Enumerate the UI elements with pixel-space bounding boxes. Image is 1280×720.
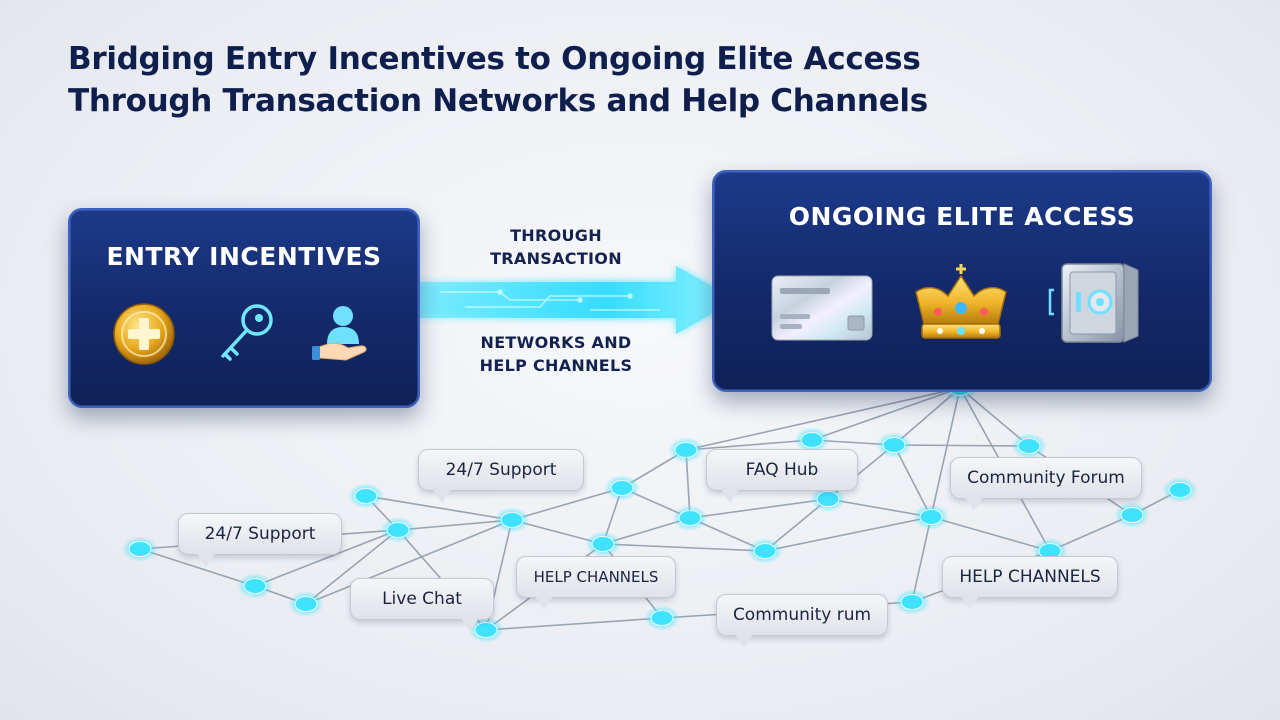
network-nodes xyxy=(122,375,1198,643)
arrow-label-bottom: NETWORKS AND HELP CHANNELS xyxy=(456,331,656,377)
network-edge xyxy=(511,487,623,521)
network-node xyxy=(747,538,783,564)
bubble-help-channels-right: HELP CHANNELS xyxy=(942,556,1118,610)
entry-panel-title: ENTRY INCENTIVES xyxy=(106,242,382,271)
bubble-support-top: 24/7 Support xyxy=(418,449,584,503)
bubble-tail xyxy=(961,596,979,610)
bubble-label: Live Chat xyxy=(382,589,462,609)
network-node xyxy=(876,432,912,458)
network-edge xyxy=(930,387,961,518)
network-node xyxy=(672,505,708,531)
key-icon xyxy=(215,300,279,370)
entry-incentives-panel: ENTRY INCENTIVES xyxy=(68,208,420,408)
network-edge xyxy=(305,519,513,605)
network-edge xyxy=(685,387,961,451)
network-node xyxy=(1011,433,1047,459)
network-node xyxy=(237,573,273,599)
network-node xyxy=(122,536,158,562)
network-node xyxy=(810,486,846,512)
bubble-label: Community rum xyxy=(732,605,872,625)
network-edge xyxy=(911,516,932,603)
elite-panel-title: ONGOING ELITE ACCESS xyxy=(788,202,1136,231)
network-edge xyxy=(397,519,513,531)
network-edge xyxy=(764,516,932,552)
bubble-label: 24/7 Support xyxy=(445,460,557,480)
network-node xyxy=(288,591,324,617)
network-edge xyxy=(305,529,399,605)
network-node xyxy=(604,475,640,501)
arrow-label-top-line-1: THROUGH xyxy=(510,226,602,245)
credit-card-icon xyxy=(770,274,874,346)
user-hand-icon xyxy=(310,300,376,370)
bubble-label: Community Forum xyxy=(967,468,1125,488)
bubble-tail xyxy=(535,596,553,610)
title-line-2: Through Transaction Networks and Help Ch… xyxy=(68,83,928,119)
network-edge xyxy=(254,529,399,587)
network-edge xyxy=(893,444,1030,447)
bubble-tail xyxy=(735,634,753,648)
network-node xyxy=(380,517,416,543)
bubble-tail xyxy=(197,553,215,567)
network-edge xyxy=(365,495,513,521)
gold-plus-coin-icon xyxy=(112,302,176,370)
arrow-label-bottom-line-1: NETWORKS AND xyxy=(480,333,632,352)
network-edge xyxy=(930,516,1051,552)
network-edge xyxy=(139,548,256,587)
vault-icon xyxy=(1048,256,1146,352)
bubble-label: HELP CHANNELS xyxy=(959,567,1101,587)
network-edge xyxy=(602,543,766,552)
bubble-label: FAQ Hub xyxy=(745,460,819,480)
network-node xyxy=(894,589,930,615)
bubble-tail xyxy=(461,618,479,632)
network-node xyxy=(668,437,704,463)
network-edge xyxy=(685,439,813,451)
arrow-label-top-line-2: TRANSACTION xyxy=(490,249,622,268)
network-node xyxy=(1114,502,1150,528)
network-node xyxy=(644,605,680,631)
bubble-community-forum: Community Forum xyxy=(950,457,1142,511)
crown-icon xyxy=(910,262,1012,348)
bubble-live-chat: Live Chat xyxy=(350,578,494,632)
network-node xyxy=(794,427,830,453)
network-node xyxy=(348,483,384,509)
network-edge xyxy=(485,617,663,631)
bubble-tail xyxy=(965,497,983,511)
network-edge xyxy=(689,498,829,519)
network-node xyxy=(913,504,949,530)
page-title: Bridging Entry Incentives to Ongoing Eli… xyxy=(68,38,1068,122)
bubble-tail xyxy=(433,489,451,503)
network-edge xyxy=(811,387,961,441)
bubble-faq-hub: FAQ Hub xyxy=(706,449,858,503)
transition-arrow xyxy=(418,266,736,334)
title-line-1: Bridging Entry Incentives to Ongoing Eli… xyxy=(68,41,921,77)
bubble-community-rum: Community rum xyxy=(716,594,888,648)
network-node xyxy=(585,531,621,557)
arrow-label-bottom-line-2: HELP CHANNELS xyxy=(479,356,633,375)
bubble-label: 24/7 Support xyxy=(204,524,316,544)
ongoing-elite-access-panel: ONGOING ELITE ACCESS xyxy=(712,170,1212,392)
bubble-tail xyxy=(721,489,739,503)
bubble-label: HELP CHANNELS xyxy=(533,568,659,586)
bubble-support-left: 24/7 Support xyxy=(178,513,342,567)
network-node xyxy=(1162,477,1198,503)
arrow-label-top: THROUGH TRANSACTION xyxy=(456,224,656,270)
network-node xyxy=(494,507,530,533)
bubble-help-channels-middle: HELP CHANNELS xyxy=(516,556,676,610)
